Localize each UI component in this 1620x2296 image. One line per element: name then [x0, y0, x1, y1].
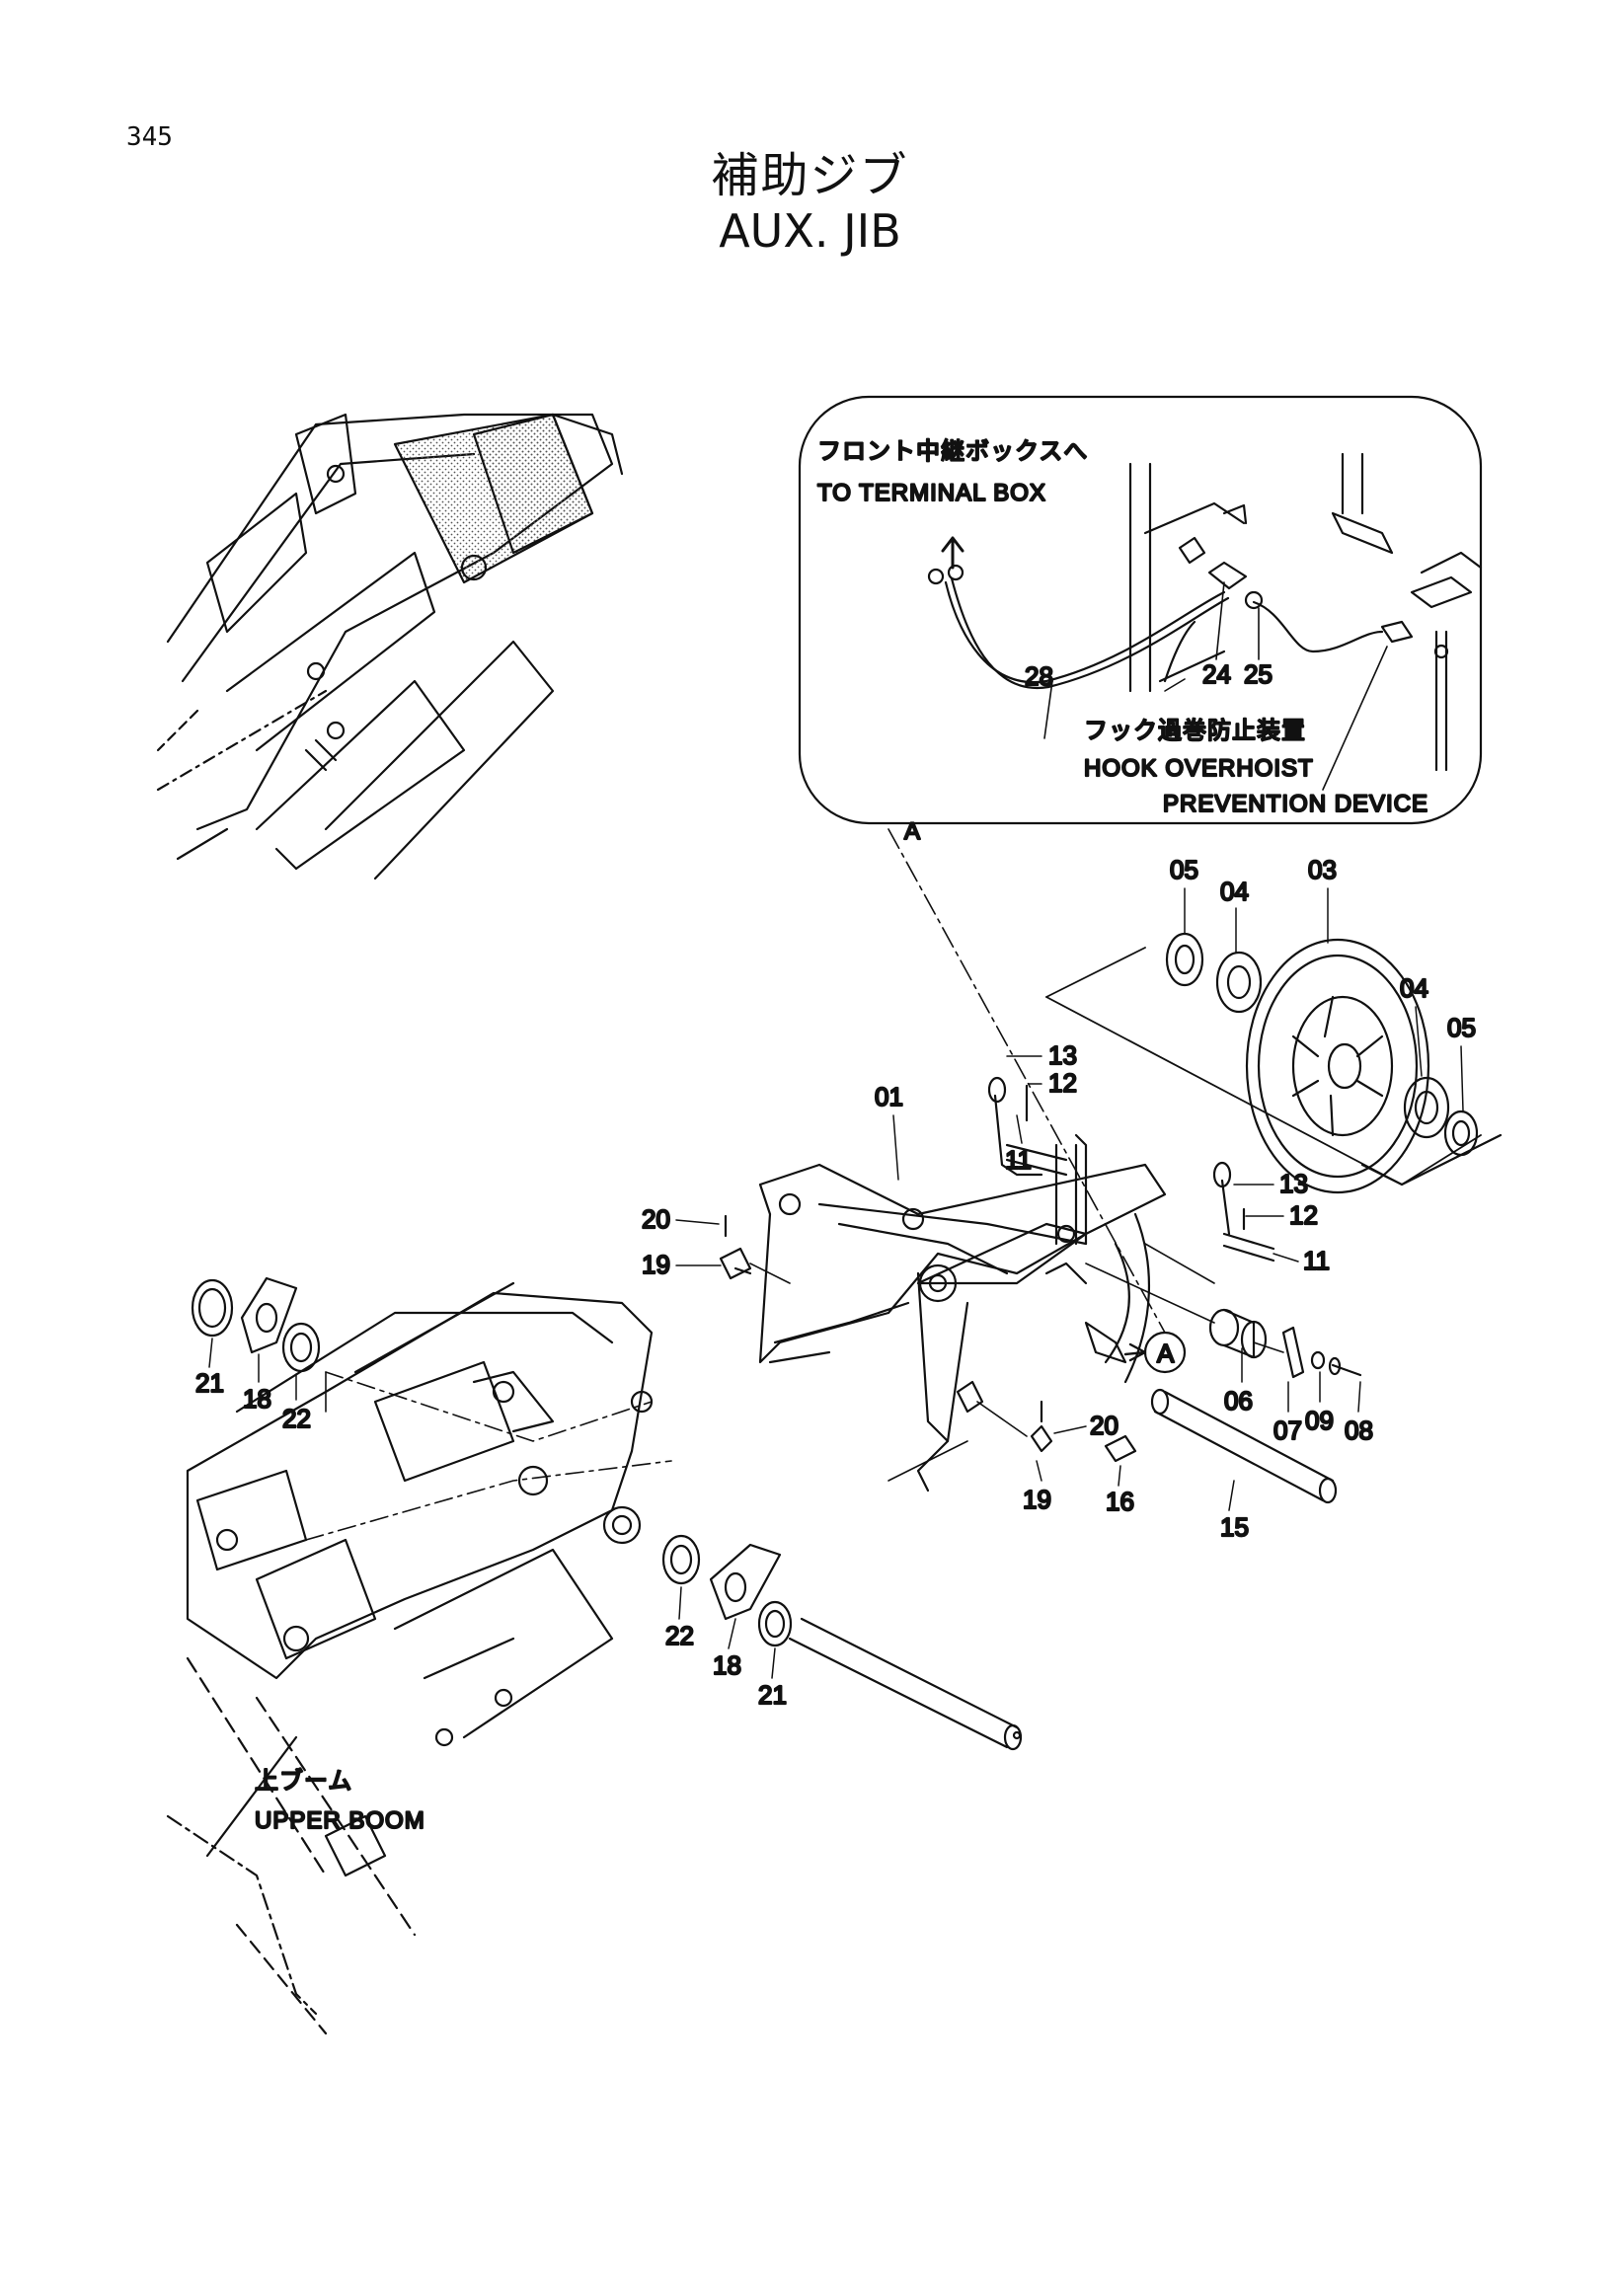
part-label-06: 06 [1224, 1386, 1253, 1416]
part-label-04b: 04 [1400, 973, 1428, 1003]
part-label-01: 01 [875, 1082, 903, 1111]
part-number-labels: 28 24 25 05 04 03 04 05 01 13 12 11 13 1… [194, 658, 1477, 1711]
part-label-24: 24 [1202, 659, 1231, 689]
label-to-terminal-box-en: TO TERMINAL BOX [817, 480, 1046, 506]
label-to-terminal-box-jp: フロント中継ボックスへ [817, 438, 1088, 465]
part-label-18a: 18 [243, 1384, 271, 1414]
part-label-13a: 13 [1048, 1040, 1077, 1070]
detail-inset-a [798, 395, 1483, 825]
part-label-16: 16 [1106, 1487, 1134, 1516]
part-label-07: 07 [1273, 1416, 1302, 1445]
pin-06-group [1084, 1263, 1362, 1379]
label-upper-boom-jp: 上ブーム [255, 1768, 352, 1795]
part-label-19a: 19 [642, 1250, 670, 1279]
part-label-22b: 22 [665, 1621, 694, 1650]
part-label-20a: 20 [642, 1204, 670, 1234]
part-label-05b: 05 [1447, 1013, 1476, 1042]
page-title-jp: 補助ジブ [711, 148, 909, 203]
part-label-18b: 18 [713, 1650, 741, 1680]
part-label-04a: 04 [1220, 877, 1249, 906]
detail-marker-a [1123, 1331, 1187, 1374]
part-label-05a: 05 [1170, 855, 1198, 884]
part-label-15: 15 [1220, 1512, 1249, 1542]
part-label-21b: 21 [758, 1680, 787, 1710]
part-label-13b: 13 [1279, 1169, 1308, 1198]
sheave-assembly [1045, 932, 1503, 1194]
part-label-11a: 11 [1005, 1145, 1032, 1175]
washers [191, 1276, 1023, 1751]
part-label-28: 28 [1025, 661, 1053, 691]
part-label-09: 09 [1305, 1406, 1334, 1435]
label-detail-marker: A [1157, 1339, 1175, 1368]
page-title-en: AUX. JIB [719, 204, 901, 258]
pin-19-20-left [719, 1214, 791, 1284]
page-number: 345 [126, 122, 173, 152]
pin-15-group [887, 1380, 1338, 1504]
label-hook-device-en-2: PREVENTION DEVICE [1163, 791, 1428, 817]
part-label-19b: 19 [1023, 1485, 1051, 1514]
part-label-12b: 12 [1289, 1200, 1318, 1230]
part-label-12a: 12 [1048, 1068, 1077, 1098]
label-hook-device-en-1: HOOK OVERHOIST [1084, 755, 1314, 782]
label-detail-ref: A [904, 818, 921, 845]
part-label-03: 03 [1308, 855, 1337, 884]
part-label-22a: 22 [282, 1404, 311, 1433]
overview-sketch [156, 413, 624, 880]
part-label-08: 08 [1345, 1416, 1373, 1445]
title-block: 補助ジブ AUX. JIB [0, 148, 1620, 259]
leader-lines [208, 887, 1464, 1679]
part-label-21a: 21 [195, 1368, 224, 1398]
upper-boom [166, 1281, 672, 2035]
part-label-25: 25 [1244, 659, 1273, 689]
part-label-11b: 11 [1303, 1246, 1330, 1275]
label-hook-device-jp: フック過巻防止装置 [1084, 718, 1306, 744]
jib-frame [758, 1133, 1167, 1492]
pin-11-12-13-groups [987, 1076, 1275, 1284]
label-upper-boom-en: UPPER BOOM [255, 1807, 425, 1834]
part-label-20b: 20 [1090, 1411, 1119, 1440]
